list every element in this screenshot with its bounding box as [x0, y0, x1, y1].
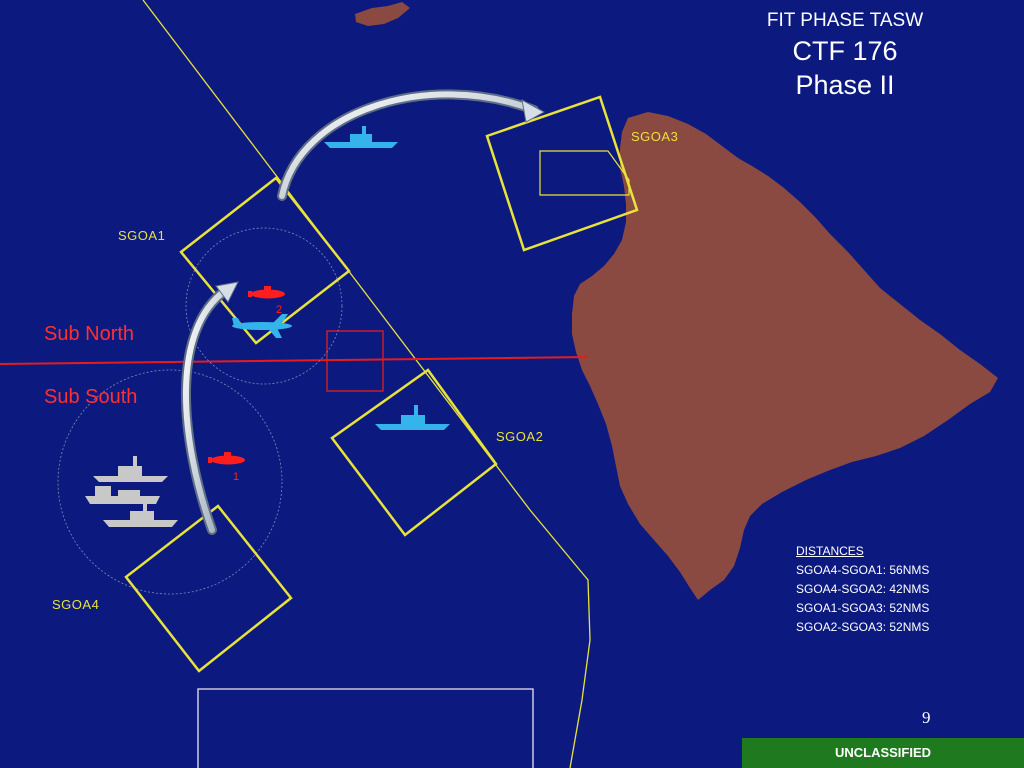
- sgoa4-label: SGOA4: [52, 597, 100, 612]
- page-number: 9: [922, 708, 931, 727]
- ship-icon: [103, 503, 178, 527]
- submarine-2-label: 2: [276, 304, 282, 316]
- transit-arrow-sgoa4-to-sgoa1-fill: [183, 287, 229, 533]
- sgoa2-label: SGOA2: [496, 429, 544, 444]
- ship-icon: [85, 486, 160, 504]
- sgoa1-label: SGOA1: [118, 228, 166, 243]
- ship-icon: [93, 456, 168, 482]
- ship-icon: [375, 405, 450, 430]
- transit-arrow-sgoa1-to-sgoa3-fill: [279, 91, 537, 199]
- distances-panel: DISTANCES SGOA4-SGOA1: 56NMS SGOA4-SGOA2…: [796, 542, 929, 637]
- transit-arrow-head-sgoa3: [521, 99, 546, 123]
- area-sgoa2[interactable]: [330, 368, 498, 537]
- sgoa3-inner-box: [539, 150, 630, 196]
- title-line-3: Phase II: [795, 70, 895, 100]
- submarine-icon: [248, 286, 285, 299]
- range-circle-north: [185, 227, 343, 385]
- slide-title: FIT PHASE TASW CTF 176 Phase II: [740, 8, 950, 102]
- title-line-2: CTF 176: [792, 36, 898, 66]
- distance-row: SGOA2-SGOA3: 52NMS: [796, 620, 930, 634]
- distance-row: SGOA4-SGOA1: 56NMS: [796, 563, 930, 577]
- range-circle-south: [57, 369, 283, 595]
- area-sgoa3[interactable]: [485, 95, 639, 252]
- classification-banner: UNCLASSIFIED: [742, 738, 1024, 768]
- sub-south-label: Sub South: [44, 386, 138, 408]
- ship-icon: [324, 126, 398, 148]
- aircraft-icon: [232, 314, 292, 338]
- red-box: [326, 330, 384, 392]
- sub-north-label: Sub North: [44, 323, 135, 345]
- area-sgoa1[interactable]: [179, 176, 351, 345]
- bottom-area-box: [197, 688, 534, 768]
- area-sgoa4[interactable]: [124, 504, 293, 673]
- boundary-line: [142, 0, 591, 768]
- distances-heading: DISTANCES: [796, 544, 864, 558]
- submarine-1-label: 1: [233, 471, 239, 483]
- title-line-1: FIT PHASE TASW: [766, 10, 924, 31]
- sgoa3-label: SGOA3: [631, 129, 679, 144]
- distance-row: SGOA4-SGOA2: 42NMS: [796, 582, 930, 596]
- distance-row: SGOA1-SGOA3: 52NMS: [796, 601, 930, 615]
- small-island: [355, 2, 410, 26]
- sub-divider-line: [0, 356, 589, 365]
- submarine-icon: [208, 452, 245, 465]
- big-island: [572, 112, 998, 600]
- transit-arrow-head-sgoa1: [215, 281, 239, 303]
